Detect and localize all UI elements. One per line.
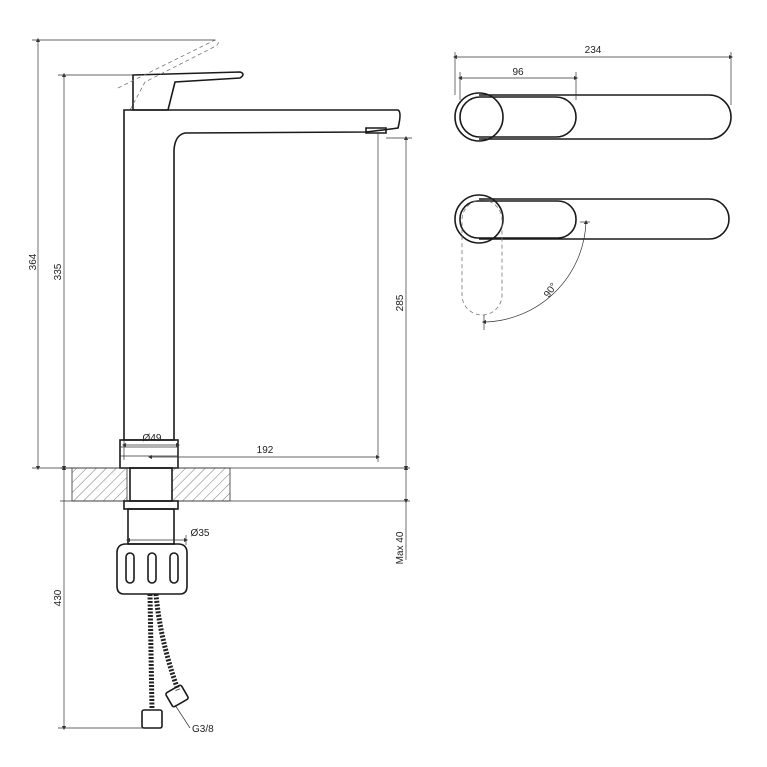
dim-hose-thread: G3/8 bbox=[192, 724, 214, 735]
handle-raised-outline bbox=[117, 39, 219, 111]
countertop bbox=[60, 467, 410, 502]
spout-top-outline bbox=[479, 94, 732, 140]
countertop-right-hatch bbox=[171, 467, 231, 502]
hose-nut-left bbox=[141, 709, 163, 729]
handle-lever bbox=[132, 71, 244, 111]
dim-outlet-height: 285 bbox=[395, 294, 406, 311]
hose-left bbox=[147, 593, 155, 711]
lever-top bbox=[459, 96, 577, 138]
side-dimensions bbox=[32, 37, 412, 731]
dim-lever-angle: 90° bbox=[542, 281, 560, 300]
mounting-nut bbox=[116, 543, 188, 595]
countertop-left-hatch bbox=[71, 467, 128, 502]
lever-rotated-dashed bbox=[461, 199, 503, 316]
dimension-labels: 364 335 285 Ø49 192 Ø35 Max 40 430 G3/8 … bbox=[28, 45, 602, 735]
dim-total-height: 364 bbox=[28, 253, 39, 270]
hose-right bbox=[153, 593, 181, 691]
mounting-hardware bbox=[116, 500, 189, 729]
faucet-side-view bbox=[117, 39, 401, 469]
aerator bbox=[365, 127, 387, 134]
dim-top-width: 234 bbox=[585, 45, 602, 56]
dim-body-diameter: Ø49 bbox=[143, 433, 162, 444]
body-circle bbox=[454, 92, 504, 142]
dim-lever-length: 96 bbox=[512, 67, 524, 78]
dim-shank-diameter: Ø35 bbox=[191, 528, 210, 539]
angle-arc bbox=[481, 219, 589, 325]
hose-nut-right bbox=[165, 684, 189, 708]
top-view-handle-rotated bbox=[454, 194, 730, 330]
dim-spout-height: 335 bbox=[53, 263, 64, 280]
top-view-handle-closed bbox=[452, 52, 734, 142]
dim-spout-reach: 192 bbox=[257, 445, 274, 456]
shank bbox=[129, 467, 173, 502]
dim-hose-length: 430 bbox=[53, 589, 64, 606]
dim-max-countertop: Max 40 bbox=[395, 531, 406, 564]
spout-body bbox=[123, 109, 401, 441]
base-ring bbox=[119, 439, 179, 469]
